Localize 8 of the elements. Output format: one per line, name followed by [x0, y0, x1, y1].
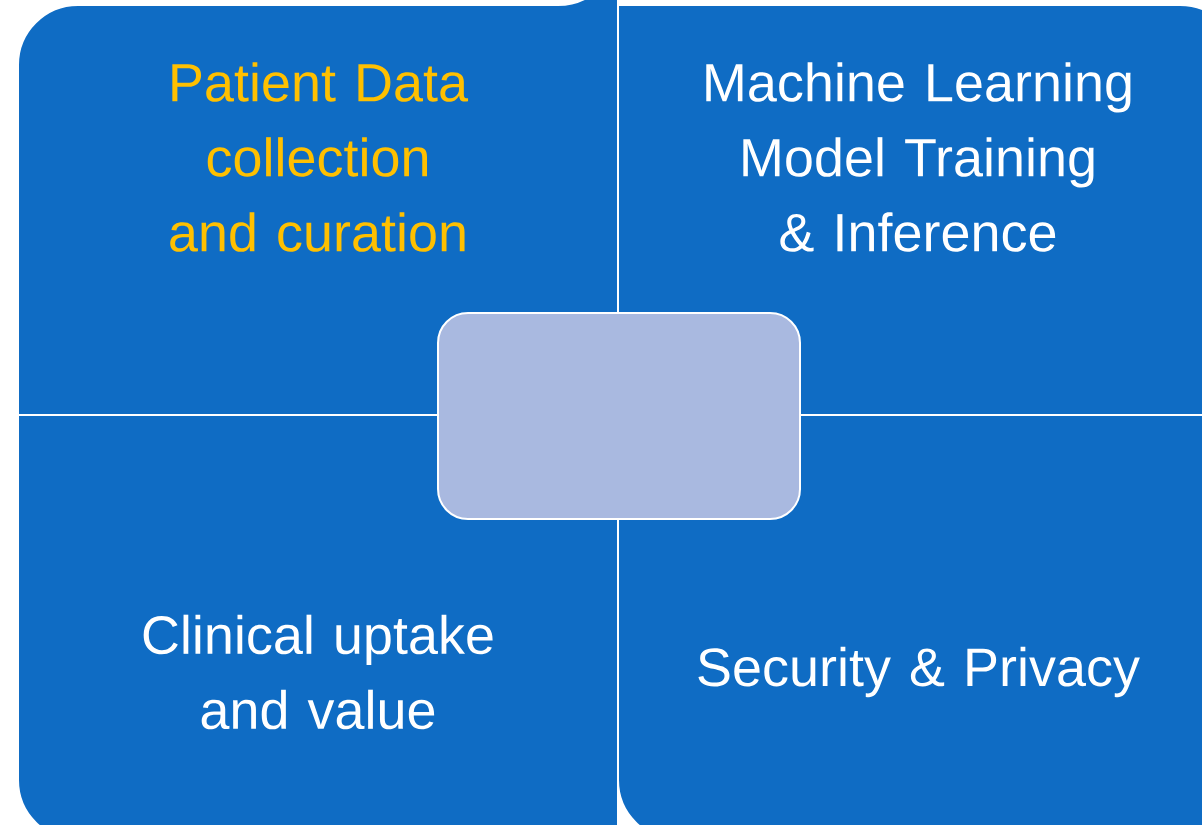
node-label: Security & Privacy	[698, 646, 1140, 698]
quadrant-box: Machine Learning Model Training & Inference	[617, 4, 1202, 416]
node-label: Machine Learning Model Training & Inference	[706, 62, 1131, 252]
node-label: Clinical uptake and value	[143, 614, 493, 730]
node-label: Patient Data collection and curation	[170, 62, 469, 252]
quadrant-box: Patient Data collection and curation	[17, 0, 619, 416]
center-box	[437, 312, 801, 520]
quadrant-box: Security & Privacy	[617, 414, 1202, 825]
